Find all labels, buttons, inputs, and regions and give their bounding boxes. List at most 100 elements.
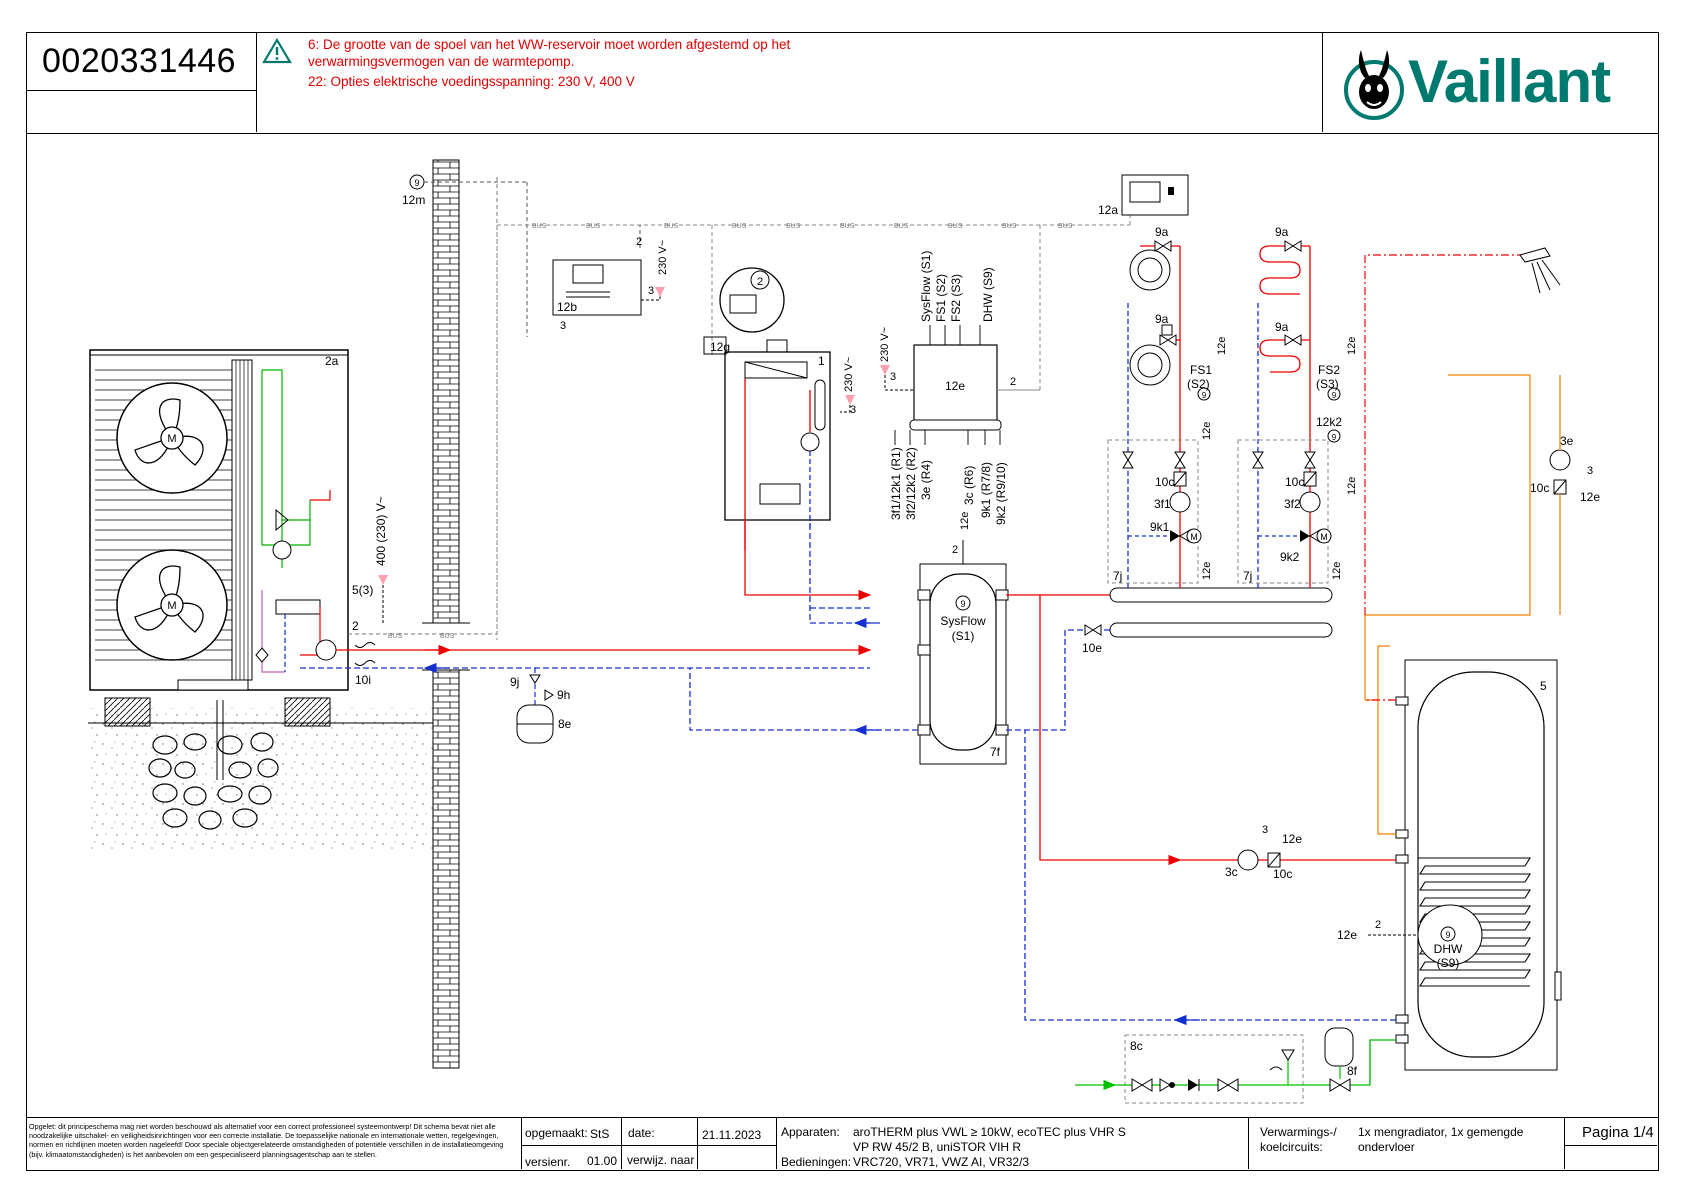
label-n3-12b-b: 3: [560, 320, 566, 332]
verwijz-label: verwijz. naar: [627, 1153, 695, 1167]
svg-text:9: 9: [414, 178, 419, 188]
label-12e-mid: 12e: [945, 379, 965, 393]
bus-label-5: BUS: [786, 223, 801, 230]
footer-divider-2: [621, 1117, 622, 1169]
label-n3-12b: 3: [648, 285, 654, 297]
label-9j: 9j: [510, 675, 519, 689]
motor-9k1: M: [1190, 532, 1198, 542]
label-n2-hp: 2: [352, 619, 359, 633]
label-n3-12e: 3: [890, 371, 896, 383]
note-line-1: 6: De grootte van de spoel van het WW-re…: [308, 37, 791, 52]
bus-label-7: BUS: [894, 223, 909, 230]
relay-r6: 3c (R6): [962, 466, 976, 505]
bus-label-2: BUS: [586, 223, 601, 230]
distribution-pipes: 10e 3c 10c 12e 3: [1006, 587, 1405, 1026]
footer-frame: [26, 1117, 1659, 1171]
opgemaakt-label: opgemaakt:: [525, 1126, 588, 1140]
label-s3: (S3): [1316, 377, 1339, 391]
label-n2-12b: 2: [636, 236, 642, 248]
label-10c-1: 10c: [1155, 475, 1174, 489]
footer-hline-2: [1564, 1145, 1657, 1146]
bus-label-9: BUS: [1002, 223, 1017, 230]
label-10c-2: 10c: [1285, 475, 1304, 489]
label-400v: 400 (230) V~: [374, 496, 388, 566]
label-10c-dhw: 10c: [1273, 867, 1292, 881]
footer-divider-5: [1248, 1117, 1249, 1169]
motor-9k2: M: [1320, 532, 1328, 542]
label-12e-c1a: 12e: [1216, 337, 1228, 355]
label-dhw: DHW: [1434, 942, 1463, 956]
label-9a-4: 9a: [1275, 320, 1289, 334]
motor-label-2: M: [167, 600, 176, 612]
bus-label-4: BUS: [732, 223, 747, 230]
label-9k2: 9k2: [1280, 550, 1300, 564]
footer-hline-1: [521, 1145, 776, 1146]
brand-name: Vaillant: [1408, 48, 1611, 115]
bus-label-10: BUS: [1058, 223, 1073, 230]
apparaten-label: Apparaten:: [781, 1125, 840, 1139]
label-3f2: 3f2: [1284, 497, 1301, 511]
label-7f: 7f: [990, 745, 1001, 759]
circuits-label-1: Verwarmings-/: [1260, 1125, 1337, 1139]
footer-divider-6: [1564, 1117, 1565, 1169]
label-8c: 8c: [1130, 1039, 1143, 1053]
svg-text:9: 9: [1445, 930, 1450, 940]
label-3c: 3c: [1225, 865, 1238, 879]
versie-value: 01.00: [587, 1154, 618, 1168]
label-12e-c2a: 12e: [1346, 337, 1358, 355]
disclaimer-text: Opgelet: dit principeschema mag niet wor…: [29, 1122, 504, 1159]
shower-head-icon: [1519, 247, 1561, 294]
label-8f: 8f: [1347, 1064, 1358, 1078]
svg-text:2: 2: [757, 276, 763, 288]
label-n3-boiler: 3: [850, 404, 856, 416]
label-8e: 8e: [558, 717, 572, 731]
note-line-2: verwarmingsvermogen van de warmtepomp.: [308, 54, 575, 69]
sensor-sysflow: SysFlow (S1): [919, 251, 933, 322]
bedieningen-label: Bedieningen:: [781, 1155, 852, 1169]
bedieningen-value: VRC720, VR71, VWZ AI, VR32/3: [853, 1155, 1030, 1169]
label-12e-dhw: 12e: [1282, 832, 1302, 846]
footer-divider-3: [697, 1117, 698, 1169]
bus-label-1: BUS: [532, 223, 547, 230]
circuits-value-1: 1x mengradiator, 1x gemengde: [1358, 1125, 1524, 1139]
label-n3-dhw: 3: [1262, 824, 1268, 836]
label-1: 1: [818, 354, 825, 368]
module-12e: 12e SysFlow (S1) FS1 (S2) FS2 (S3) DHW (…: [879, 251, 1040, 525]
page-number: Pagina 1/4: [1582, 1124, 1654, 1141]
date-value: 21.11.2023: [702, 1128, 762, 1142]
boiler-ecotec: 2 12g 1 230 V~ 3: [703, 267, 880, 629]
label-3f1: 3f1: [1154, 497, 1171, 511]
label-5: 5: [1540, 679, 1547, 693]
dhw-cylinder: 5 9 DHW (S9) 12e 2: [1320, 254, 1562, 1086]
svg-text:9: 9: [1332, 433, 1337, 442]
brick-wall: [422, 159, 470, 1069]
label-s9: (S9): [1437, 956, 1460, 970]
circulation-pump-3e: 3e 10c 12e 3: [1530, 375, 1600, 615]
svg-text:9: 9: [1202, 391, 1207, 400]
versie-label: versienr.: [525, 1155, 571, 1169]
heating-circuit-1: 9a M 9 FS1 (S2) 10c 3f1 9k1 7j 12e 12e 1…: [1107, 240, 1228, 588]
label-12e-c2c: 12e: [1331, 562, 1343, 580]
relay-r78: 9k1 (R7/8): [979, 462, 993, 518]
svg-text:9: 9: [1332, 391, 1337, 400]
label-fs2: FS2: [1318, 363, 1340, 377]
ground: [88, 697, 438, 853]
label-10e: 10e: [1082, 641, 1102, 655]
sensor-fs1: FS1 (S2): [934, 274, 948, 322]
label-12m: 12m: [402, 193, 425, 207]
controller-12b: 12b 3 2 230 V~ 3: [552, 225, 669, 332]
outdoor-sensor: 9 12m: [402, 174, 528, 337]
label-fs1: FS1: [1190, 363, 1212, 377]
label-9a-2: 9a: [1155, 225, 1169, 239]
relay-r1: 3f1/12k1 (R1): [889, 447, 903, 520]
note-line-3: 22: Opties elektrische voedingsspanning:…: [308, 74, 635, 89]
label-9a-1: 9a: [1155, 312, 1169, 326]
doc-number-box-lower: [256, 32, 257, 132]
label-3e: 3e: [1560, 434, 1574, 448]
label-9h: 9h: [557, 688, 570, 702]
label-n2-12e: 2: [1010, 376, 1016, 388]
apparaten-line-2: VP RW 45/2 B, uniSTOR VIH R: [853, 1140, 1022, 1154]
expansion-vessel-8e: 9j 9h 8e: [510, 668, 572, 744]
bus-label-8: BUS: [948, 223, 963, 230]
room-thermostat-12a: 12a: [1098, 174, 1189, 217]
